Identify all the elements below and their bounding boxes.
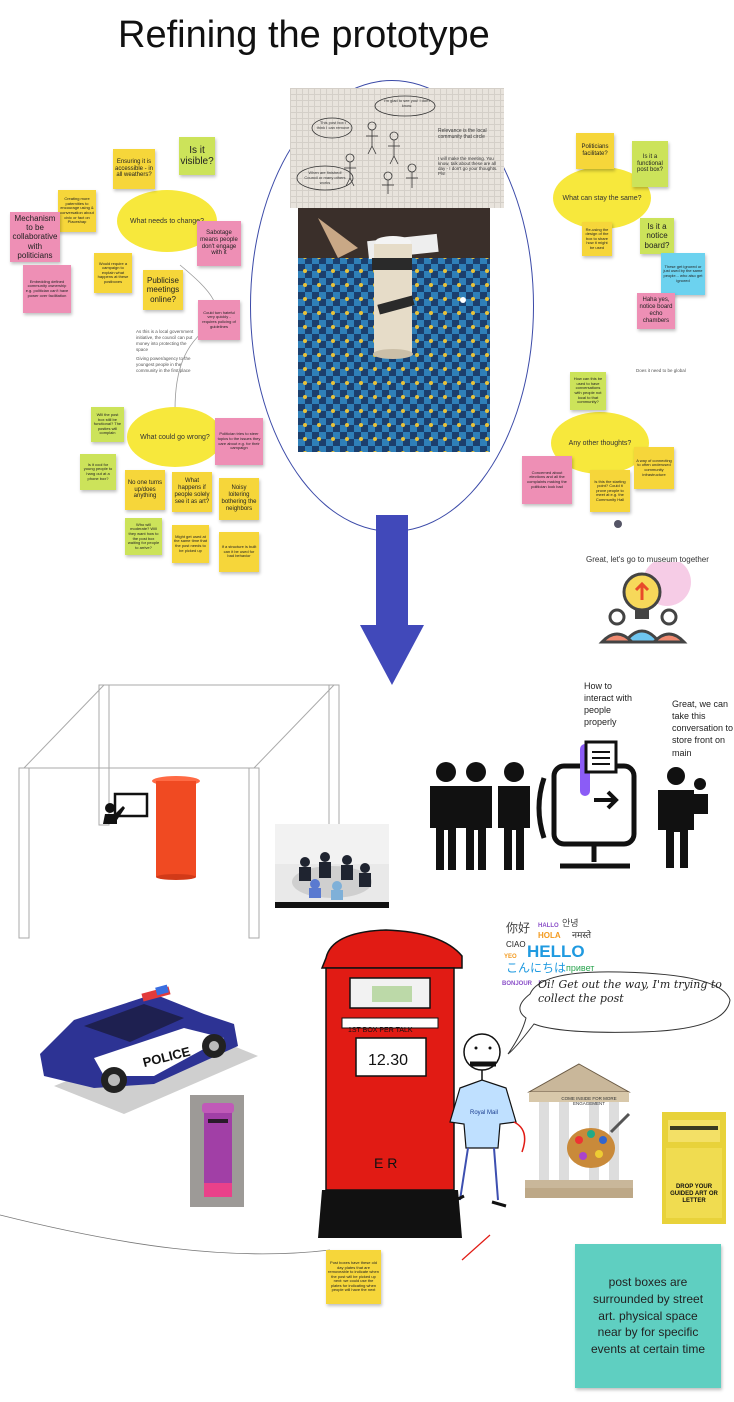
lang-2: 안녕 xyxy=(562,918,579,928)
store-front-text: Great, we can take this conversation to … xyxy=(672,699,734,758)
sticky-politicians-facilitate[interactable]: Politicians facilitate? xyxy=(576,133,614,169)
sticky-sabotage[interactable]: Sabotage means people don't engage with … xyxy=(197,221,241,266)
sticky-who-will-moderate[interactable]: Who will moderate? Will they want how to… xyxy=(125,518,162,555)
prototype-photo xyxy=(298,208,490,452)
down-arrow xyxy=(360,515,424,685)
page-title: Refining the prototype xyxy=(118,14,490,56)
lang-9: привет xyxy=(566,963,594,973)
museum-banner: COME INSIDE FOR MORE ENGAGEMENT xyxy=(561,1096,617,1106)
postman-figure: Royal Mail xyxy=(449,1033,526,1208)
lang-0: 你好 xyxy=(506,921,530,935)
sticky-mechanism-collaborative[interactable]: Mechanism to be collaborative with polit… xyxy=(10,212,60,262)
sketch-note-2: I will make the meeting. You know, talk … xyxy=(438,156,498,176)
postman-shirt-label: Royal Mail xyxy=(470,1110,498,1116)
lang-4: नमस्ते xyxy=(572,929,592,940)
sticky-seen-as-art[interactable]: What happens if people solely see it as … xyxy=(172,472,212,512)
sticky-how-can-this-be-used[interactable]: How can this be used to have conversatio… xyxy=(570,372,606,410)
small-figure-icon xyxy=(614,520,622,528)
languages-cloud: 你好 HALLO 안녕 HOLA नमस्ते CIAO HELLO YEO こ… xyxy=(502,918,594,990)
postbox-time: 12.30 xyxy=(368,1052,408,1069)
sticky-might-get-used[interactable]: Might get used at the same time that the… xyxy=(172,525,209,563)
final-note[interactable]: post boxes are surrounded by street art.… xyxy=(575,1244,721,1388)
dropbox-label: DROP YOUR GUIDED ART OR LETTER xyxy=(670,1184,718,1205)
yellow-dropbox-photo: DROP YOUR GUIDED ART OR LETTER xyxy=(662,1112,726,1224)
lang-7: YEO xyxy=(504,954,517,960)
sticky-creating-paternities[interactable]: Creating more paternities to encourage u… xyxy=(58,190,96,232)
sticky-is-it-visible[interactable]: Is it visible? xyxy=(179,137,215,175)
sticky-is-notice-board[interactable]: Is it a notice board? xyxy=(640,218,674,254)
sketch-bubble-1: I'm glad to see you! I don't know. xyxy=(383,98,431,108)
red-postbox-drawing: 1ST BOX PER TALK 12.30 E R xyxy=(318,929,463,1238)
lang-8: こんにちは xyxy=(506,961,566,975)
lang-1: HALLO xyxy=(538,923,559,929)
note-needs-global: Does it need to be global xyxy=(636,368,686,373)
people-kiosk-icon xyxy=(430,740,708,870)
lang-5: CIAO xyxy=(506,940,526,949)
sketch-bubble-2: This post box I think I can remove xyxy=(316,120,350,130)
sticky-no-one-turns-up[interactable]: No one turns up/does anything xyxy=(125,470,165,510)
postbox-er: E R xyxy=(374,1155,397,1171)
idea-people-icon xyxy=(598,562,691,644)
sticky-starting-point[interactable]: Is this the starting point? Could it pro… xyxy=(590,470,630,512)
group-photo xyxy=(275,824,389,908)
presentation-icon xyxy=(103,792,149,824)
sticky-publicise-meetings[interactable]: Publicise meetings online? xyxy=(143,270,183,310)
sticky-cool-young-people[interactable]: Is it cool for young people to hang out … xyxy=(80,454,116,490)
sticky-structure-bad-behavior[interactable]: If a structure is built can it be used f… xyxy=(219,532,259,572)
purple-postbox-photo xyxy=(190,1095,244,1207)
sticky-require-campaign[interactable]: Would require a campaign to explain what… xyxy=(94,253,132,293)
speech-text: Oi! Get out the way, I'm trying to colle… xyxy=(538,978,722,1006)
sketch-bubble-3: When are finished! Council or many other… xyxy=(304,170,346,185)
speech-bubble: Oi! Get out the way, I'm trying to colle… xyxy=(507,971,731,1055)
lang-6: HELLO xyxy=(527,942,585,961)
red-post-cylinder xyxy=(152,776,200,880)
lang-10: BONJOUR xyxy=(502,981,533,987)
sticky-could-turn-hateful[interactable]: Could turn hateful very quickly - requir… xyxy=(198,300,240,340)
police-car: POLICE xyxy=(40,984,258,1114)
note-local-government: As this is a local government initiative… xyxy=(136,329,194,352)
sticky-way-of-connecting[interactable]: A way of connecting to often underused c… xyxy=(634,447,674,489)
sticky-these-get-ignored[interactable]: These get ignored or just used by the sa… xyxy=(661,253,705,295)
sticky-day-plates[interactable]: Post boxes have these old day plates tha… xyxy=(326,1250,381,1304)
wireframe-shelter xyxy=(18,684,340,939)
sketch-drawing xyxy=(296,95,436,194)
sticky-haha-echo-chambers[interactable]: Haha yes, notice board echo chambers xyxy=(637,293,675,329)
sticky-embedding-ownership[interactable]: Embedding defined community ownership e.… xyxy=(23,265,71,313)
sticky-politician-steer[interactable]: Politician tries to steer topics to the … xyxy=(215,418,263,465)
postbox-label: 1ST BOX PER TALK xyxy=(348,1027,413,1034)
sticky-noisy-loitering[interactable]: Noisy loitering bothering the neighbors xyxy=(219,478,259,520)
sticky-reusing-design[interactable]: Re-using the design of the box to share … xyxy=(582,222,612,256)
lang-3: HOLA xyxy=(538,931,561,940)
interact-text: How to interact with people properly xyxy=(584,681,633,728)
sticky-will-post-functional[interactable]: Will the post box still be functional? T… xyxy=(91,407,124,442)
sketch-note-1: Relevance is the local community that ci… xyxy=(438,128,487,140)
center-what-could-go-wrong: What could go wrong? xyxy=(127,407,223,467)
note-giving-power: Giving power/agency to the youngest peop… xyxy=(136,356,191,373)
sketch-photo: I'm glad to see you! I don't know. This … xyxy=(290,88,504,208)
sticky-ensuring-accessible[interactable]: Ensuring it is accessible - in all weath… xyxy=(113,149,155,189)
sticky-concerned-elections[interactable]: Concerned about elections and all the co… xyxy=(522,456,572,504)
museum-icon: COME INSIDE FOR MORE ENGAGEMENT xyxy=(525,1063,633,1198)
museum-together-text: Great, let's go to museum together xyxy=(586,555,709,564)
sticky-functional-post-box[interactable]: Is it a functional post box? xyxy=(632,141,668,187)
